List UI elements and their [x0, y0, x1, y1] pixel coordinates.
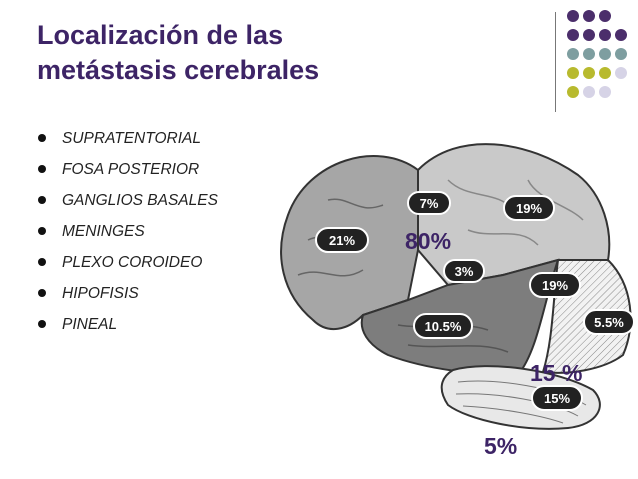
basal-percent: 5% [484, 433, 518, 459]
slide-title: Localización de las metástasis cerebrale… [37, 18, 437, 88]
svg-text:15%: 15% [544, 391, 570, 406]
decorative-dot [567, 29, 579, 41]
decorative-dot [567, 10, 579, 22]
decorative-dot [567, 48, 579, 60]
decorative-dot [599, 67, 611, 79]
decorative-dot [583, 67, 595, 79]
decorative-dot [567, 86, 579, 98]
label-parietal-right: 19% [503, 195, 555, 221]
svg-text:21%: 21% [329, 233, 355, 248]
svg-text:19%: 19% [542, 278, 568, 293]
bullet-item-ganglios-basales: GANGLIOS BASALES [38, 185, 218, 216]
title-line-1: Localización de las [37, 20, 284, 50]
decorative-dot [615, 48, 627, 60]
bullet-item-plexo-coroideo: PLEXO COROIDEO [38, 247, 218, 278]
bullet-icon [38, 320, 46, 328]
svg-text:7%: 7% [420, 196, 439, 211]
bullet-item-meninges: MENINGES [38, 216, 218, 247]
decorative-dot [583, 29, 595, 41]
label-parietal-top: 7% [407, 191, 451, 215]
decorative-dot [583, 48, 595, 60]
decorative-dot-grid [567, 10, 627, 98]
brain-diagram: 21% 7% 19% 3% 19% 10.5% 5.5% 15% [280, 143, 635, 430]
decorative-dot [599, 48, 611, 60]
bullet-icon [38, 165, 46, 173]
decorative-dot [567, 67, 579, 79]
supratentorial-percent: 80% [405, 228, 452, 254]
bullet-icon [38, 258, 46, 266]
bullet-icon [38, 196, 46, 204]
decorative-dot [599, 29, 611, 41]
label-central: 3% [443, 259, 485, 283]
svg-text:5.5%: 5.5% [594, 315, 624, 330]
label-temporal: 10.5% [413, 313, 473, 339]
title-line-2: metástasis cerebrales [37, 55, 320, 85]
svg-text:10.5%: 10.5% [425, 319, 462, 334]
decorative-dot [599, 86, 611, 98]
label-cerebellum: 15% [531, 385, 583, 411]
bullet-item-hipofisis: HIPOFISIS [38, 278, 218, 309]
bullet-item-pineal: PINEAL [38, 309, 218, 340]
bullet-list: SUPRATENTORIAL FOSA POSTERIOR GANGLIOS B… [38, 123, 218, 340]
label-frontal: 21% [315, 227, 369, 253]
decorative-dot [599, 10, 611, 22]
bullet-icon [38, 227, 46, 235]
decorative-divider [555, 12, 556, 112]
decorative-dot [583, 10, 595, 22]
decorative-dot [615, 29, 627, 41]
decorative-dot [583, 86, 595, 98]
bullet-item-supratentorial: SUPRATENTORIAL [38, 123, 218, 154]
decorative-dot [615, 67, 627, 79]
label-occipital: 19% [529, 272, 581, 298]
svg-text:3%: 3% [455, 264, 474, 279]
bullet-icon [38, 134, 46, 142]
label-occipital-pole: 5.5% [583, 309, 635, 335]
posterior-fossa-percent: 15 % [530, 360, 583, 386]
bullet-item-fosa-posterior: FOSA POSTERIOR [38, 154, 218, 185]
svg-text:19%: 19% [516, 201, 542, 216]
cerebellum [440, 365, 601, 430]
bullet-icon [38, 289, 46, 297]
